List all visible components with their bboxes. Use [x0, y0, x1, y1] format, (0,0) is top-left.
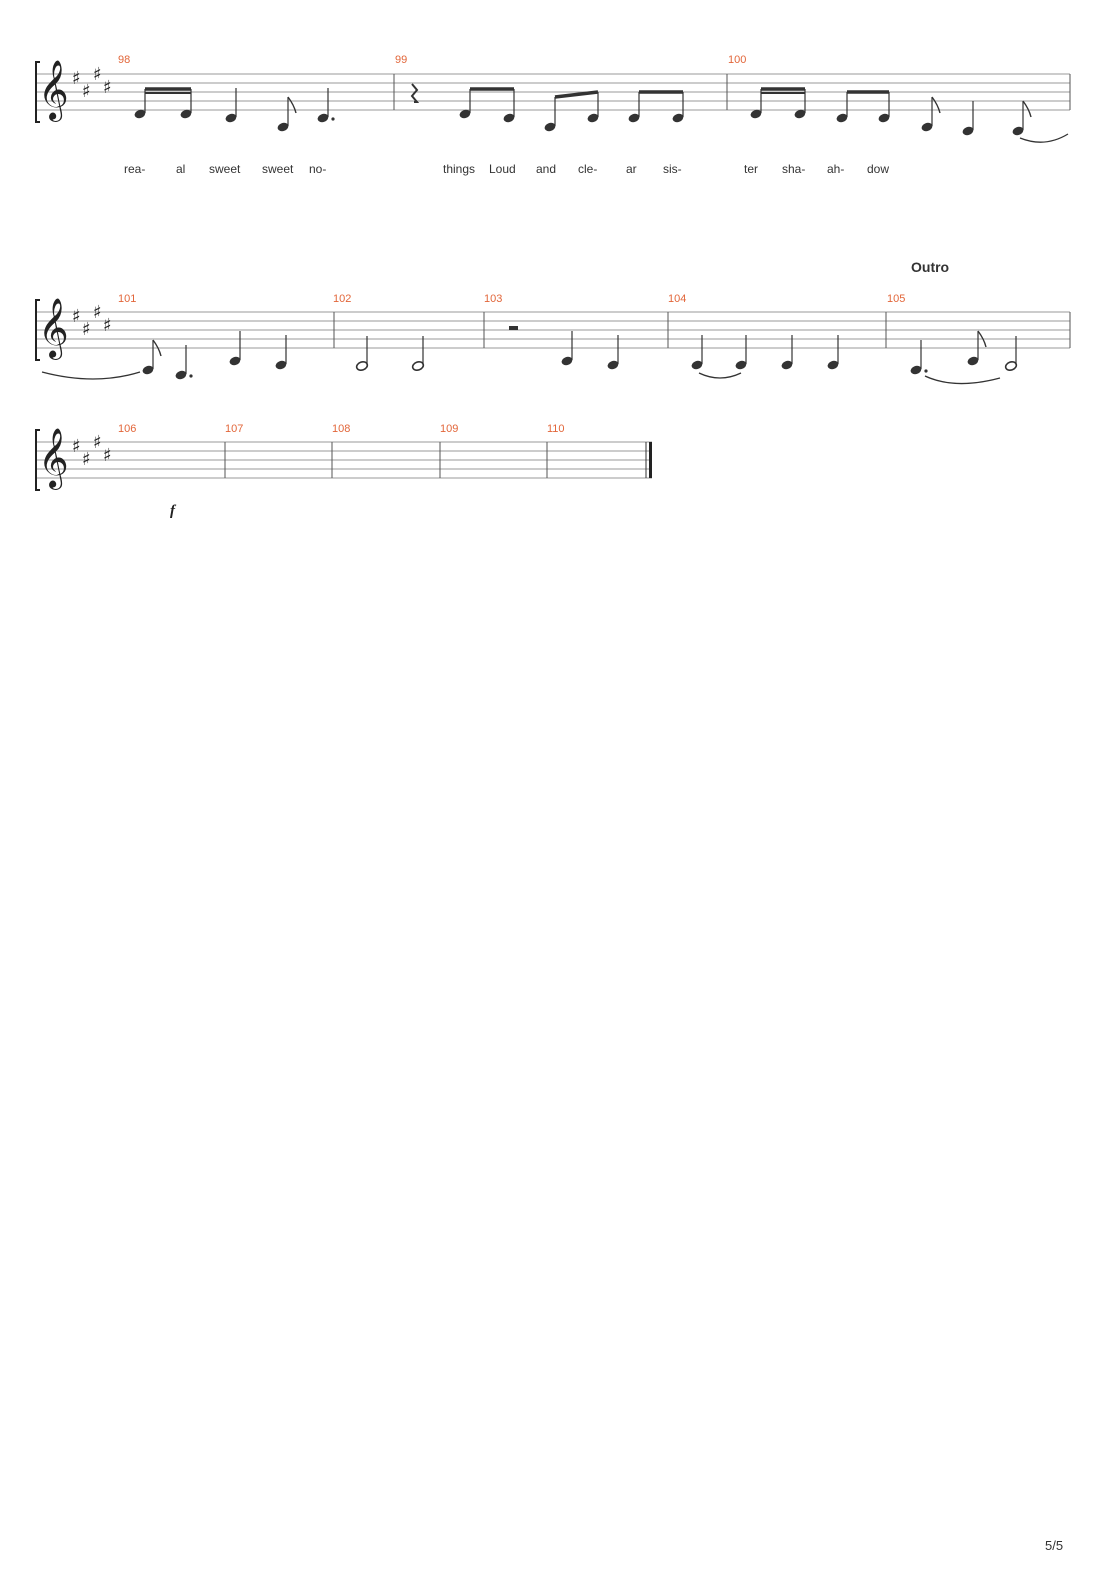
note-head	[735, 360, 747, 370]
system-bracket	[35, 61, 40, 123]
note-head	[317, 113, 329, 123]
note-head	[587, 113, 599, 123]
dynamic-marking: f	[170, 503, 175, 519]
note-head	[827, 360, 839, 370]
note-head	[921, 122, 933, 132]
half-rest-icon	[509, 326, 518, 330]
note-head	[225, 113, 237, 123]
note-head	[229, 356, 241, 366]
note-head	[781, 360, 793, 370]
bar-number: 103	[484, 293, 503, 305]
bar-number: 99	[395, 54, 408, 66]
note-head	[691, 360, 703, 370]
lyric-syllable: dow	[867, 162, 890, 176]
tie-curve	[41, 371, 141, 380]
note-head	[628, 113, 640, 123]
augmentation-dot	[331, 117, 335, 121]
lyric-syllable: sweet	[209, 162, 241, 176]
note-head	[794, 109, 806, 119]
sharp-icon: ♯	[103, 315, 112, 336]
bar-number: 107	[225, 423, 244, 435]
note-head	[910, 365, 922, 375]
note-flag	[931, 96, 941, 114]
note-head	[459, 109, 471, 119]
quarter-rest-icon	[410, 83, 420, 103]
lyric-syllable: cle-	[578, 162, 598, 176]
lyric-syllable: Loud	[489, 162, 516, 176]
sharp-icon: ♯	[82, 319, 91, 340]
section-label: Outro	[911, 259, 950, 275]
bar-number: 108	[332, 423, 351, 435]
note-head	[134, 109, 146, 119]
lyric-syllable: and	[536, 162, 557, 176]
tie-curve	[924, 375, 1001, 385]
bar-number: 110	[547, 423, 565, 435]
sharp-icon: ♯	[103, 445, 112, 466]
note-head	[175, 370, 187, 380]
note-flag	[1022, 100, 1032, 118]
sharp-icon: ♯	[72, 306, 81, 327]
lyric-syllable: ah-	[827, 162, 845, 176]
bar-number: 105	[887, 293, 906, 305]
final-bar-line	[649, 442, 652, 478]
treble-clef-icon: 𝄞	[38, 60, 69, 122]
note-head	[878, 113, 890, 123]
note-flag	[287, 96, 297, 114]
lyric-syllable: rea-	[124, 162, 146, 176]
note-head	[962, 126, 974, 136]
bar-number: 109	[440, 423, 459, 435]
note-head	[750, 109, 762, 119]
lyric-syllable: no-	[309, 162, 327, 176]
note-head	[275, 360, 287, 370]
note-head	[1012, 126, 1024, 136]
lyric-syllable: sha-	[782, 162, 806, 176]
lyric-syllable: sweet	[262, 162, 294, 176]
note-head	[503, 113, 515, 123]
tie-curve	[698, 372, 742, 379]
lyric-syllable: ar	[626, 162, 637, 176]
sharp-icon: ♯	[103, 77, 112, 98]
page-number: 5/5	[1045, 1538, 1064, 1553]
sharp-icon: ♯	[93, 64, 102, 85]
sharp-icon: ♯	[93, 432, 102, 453]
note-head	[544, 122, 556, 132]
lyric-syllable: sis-	[663, 162, 682, 176]
sharp-icon: ♯	[82, 449, 91, 470]
note-head	[142, 365, 154, 375]
sharp-icon: ♯	[72, 436, 81, 457]
note-flag	[152, 339, 162, 357]
system-bracket	[35, 429, 40, 491]
bar-number: 101	[118, 293, 137, 305]
note-head	[277, 122, 289, 132]
tie-curve	[1019, 133, 1069, 143]
note-head	[967, 356, 979, 366]
lyric-syllable: al	[176, 162, 186, 176]
note-flag	[977, 330, 987, 348]
note-head	[561, 356, 573, 366]
note-head	[180, 109, 192, 119]
treble-clef-icon: 𝄞	[38, 428, 69, 490]
note-head	[672, 113, 684, 123]
augmentation-dot	[924, 369, 928, 373]
bar-number: 98	[118, 54, 131, 66]
bar-number: 102	[333, 293, 352, 305]
bar-number: 104	[668, 293, 687, 305]
sharp-icon: ♯	[82, 81, 91, 102]
sharp-icon: ♯	[72, 68, 81, 89]
note-head	[607, 360, 619, 370]
note-head	[836, 113, 848, 123]
bar-number: 106	[118, 423, 137, 435]
treble-clef-icon: 𝄞	[38, 298, 69, 360]
lyric-syllable: ter	[744, 162, 759, 176]
system-bracket	[35, 299, 40, 361]
lyric-syllable: things	[443, 162, 476, 176]
augmentation-dot	[189, 374, 193, 378]
note-beam	[554, 90, 599, 99]
bar-number: 100	[728, 54, 747, 66]
sharp-icon: ♯	[93, 302, 102, 323]
